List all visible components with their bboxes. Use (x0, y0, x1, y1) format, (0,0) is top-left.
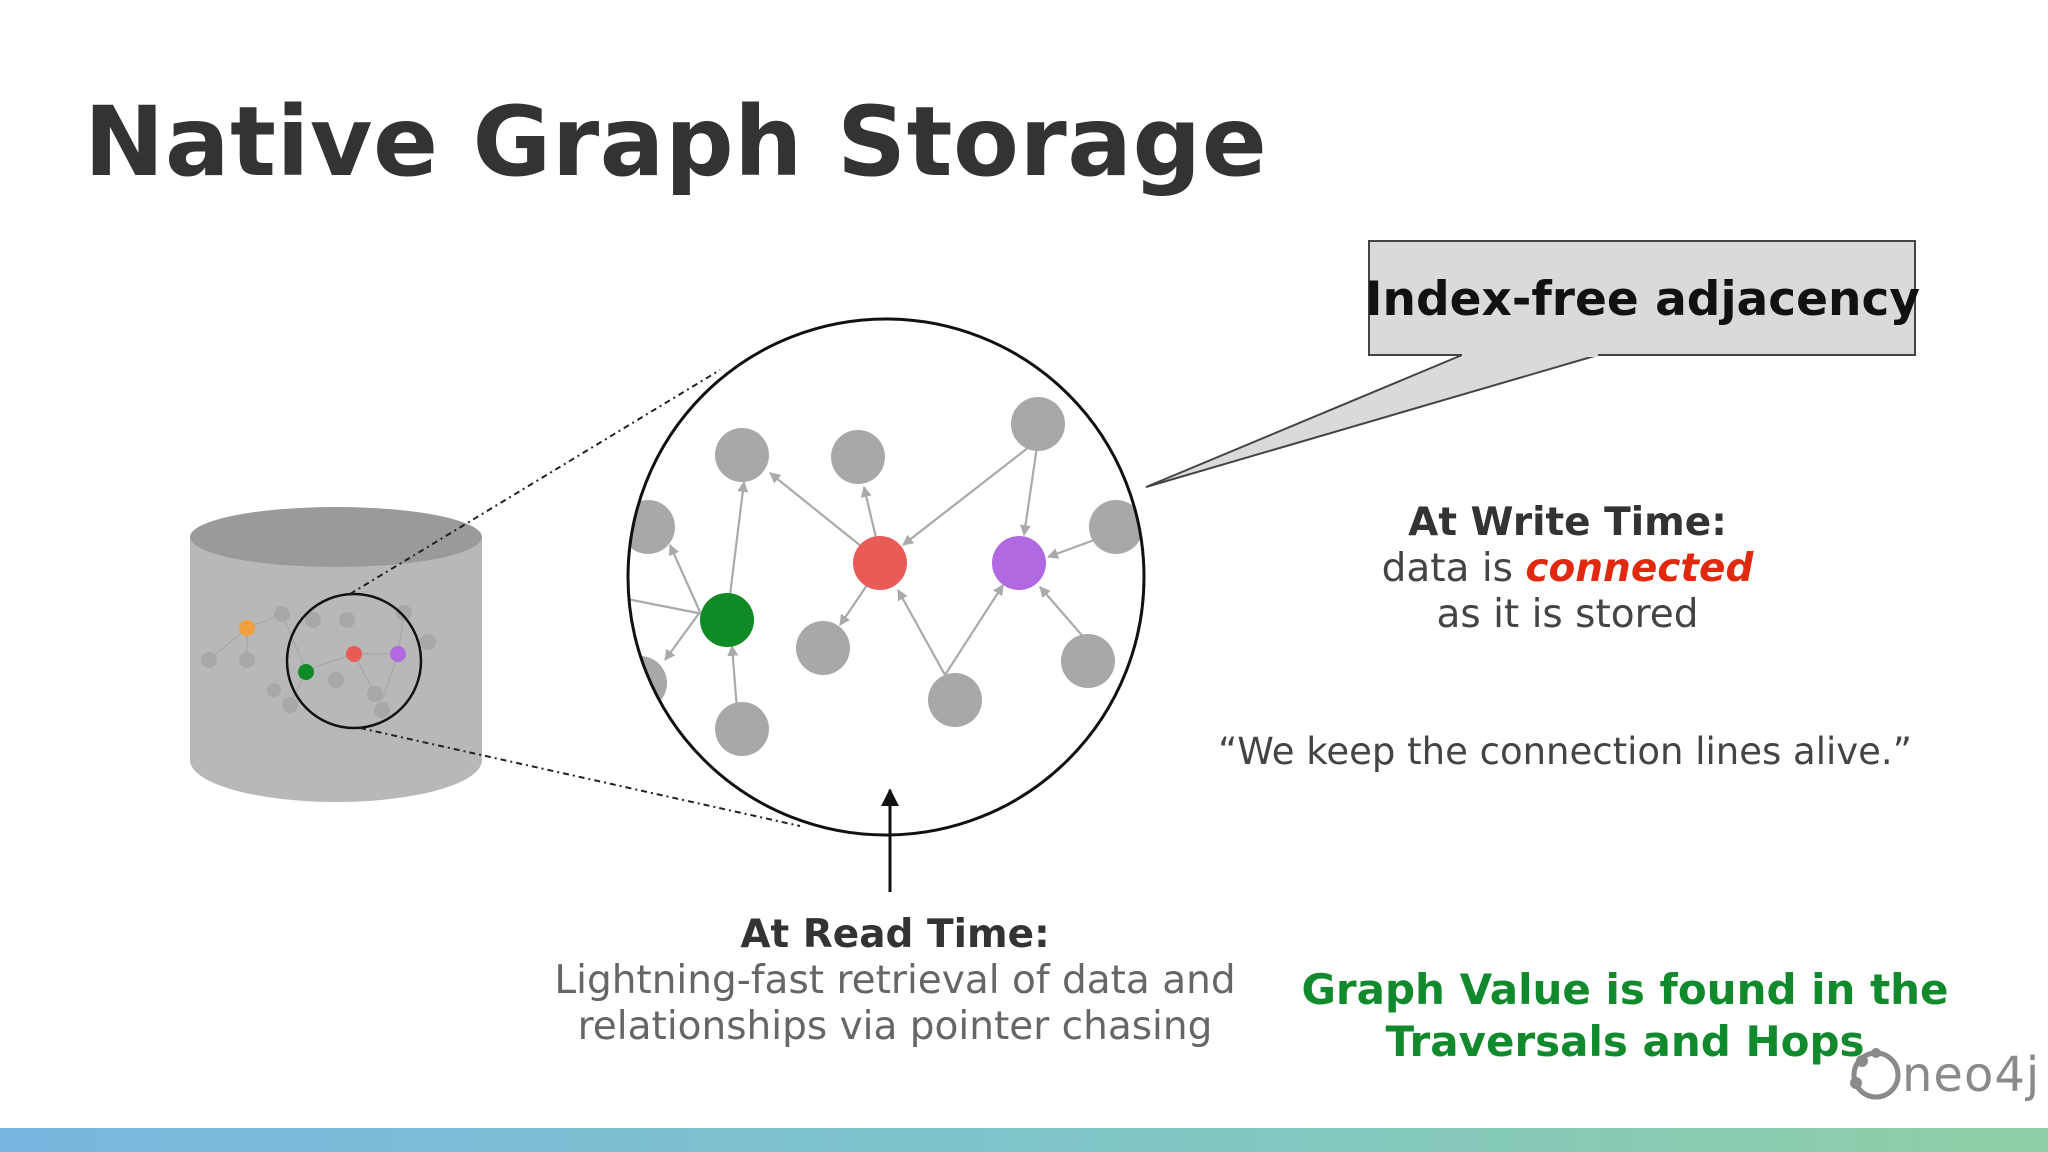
read-time-heading: At Read Time: (740, 912, 1050, 957)
zoom-circle (626, 317, 1146, 837)
logo-text: neo4j (1902, 1047, 2041, 1103)
footer-gradient-bar (0, 1128, 2048, 1152)
read-time-block: At Read Time: Lightning-fast retrieval o… (530, 912, 1260, 1050)
write-time-line2: as it is stored (1436, 592, 1699, 637)
write-time-emphasis: connected (1525, 546, 1754, 591)
graph-value-line2: Traversals and Hops (1385, 1017, 1865, 1066)
node-green (700, 593, 754, 647)
write-time-block: At Write Time: data is connected as it i… (1330, 500, 1805, 638)
write-time-line1: data is connected (1330, 546, 1805, 592)
mini-node-purple (390, 646, 406, 662)
read-time-line1: Lightning-fast retrieval of data and (554, 958, 1236, 1003)
neo4j-logo: neo4j (1846, 1042, 2040, 1108)
mini-node-orange (239, 620, 255, 636)
neo4j-logo-icon (1850, 1048, 1901, 1100)
magnifier-circle-icon (285, 592, 423, 730)
write-time-prefix: data is (1381, 546, 1526, 591)
mini-node-red (346, 646, 362, 662)
graph-value-block: Graph Value is found in the Traversals a… (1275, 964, 1975, 1068)
mini-graph-nodes (201, 605, 436, 718)
quote-text: “We keep the connection lines alive.” (1218, 730, 1912, 773)
database-cylinder-icon (190, 507, 482, 802)
read-time-line2: relationships via pointer chasing (577, 1004, 1213, 1049)
slide-title: Native Graph Storage (84, 86, 1268, 198)
graph-value-line1: Graph Value is found in the (1301, 965, 1949, 1014)
write-time-heading: At Write Time: (1408, 500, 1727, 545)
callout-box (1145, 240, 1916, 488)
node-purple (992, 536, 1046, 590)
callout-label: Index-free adjacency (1365, 271, 1920, 327)
node-red (853, 536, 907, 590)
zoom-lines (349, 369, 801, 827)
mini-node-green (298, 664, 314, 680)
